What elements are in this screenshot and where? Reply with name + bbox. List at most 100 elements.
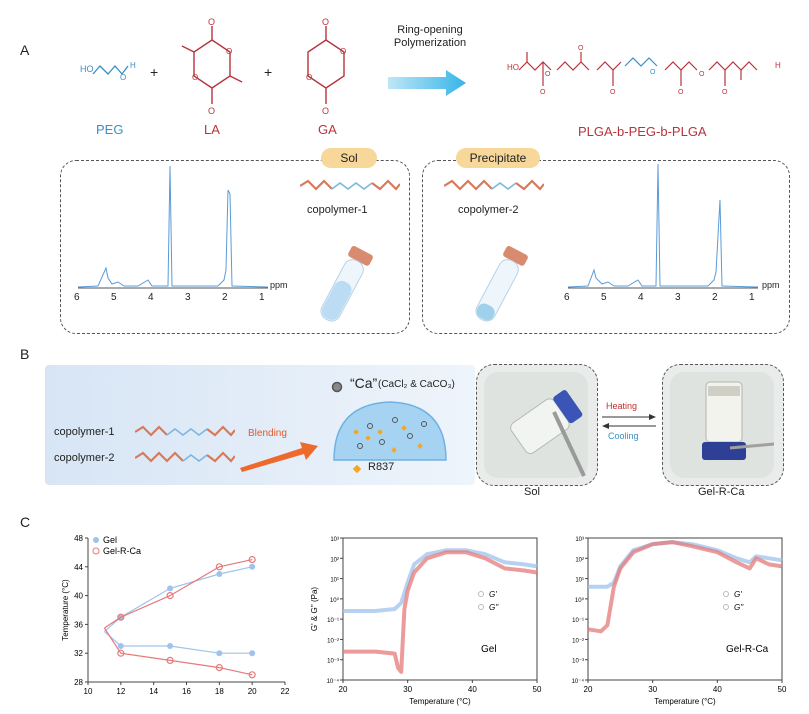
precipitate-pill: Precipitate bbox=[456, 148, 540, 168]
legend-label: G'' bbox=[734, 603, 744, 612]
blend-copolymer2-label: copolymer-2 bbox=[54, 452, 115, 464]
x-tick-label: 14 bbox=[149, 687, 158, 696]
y-tick-label: 10² bbox=[330, 557, 339, 563]
x-axis-label: Concentration of Polymer (wt%) bbox=[130, 699, 243, 700]
nmr-tick: 1 bbox=[259, 292, 265, 303]
panel-label-b: B bbox=[20, 346, 30, 362]
svg-text:O: O bbox=[650, 69, 656, 76]
y-tick-label: 10⁻⁴ bbox=[327, 678, 340, 685]
svg-text:O: O bbox=[208, 18, 215, 27]
legend-marker-gel bbox=[93, 537, 99, 543]
reaction-arrow-icon bbox=[388, 70, 466, 96]
data-point-gel bbox=[216, 571, 223, 577]
legend-label: G'' bbox=[489, 603, 499, 612]
panel-label-c: C bbox=[20, 514, 31, 530]
svg-text:O: O bbox=[610, 89, 616, 96]
nmr-tick: 4 bbox=[638, 292, 644, 303]
nmr-tick: 5 bbox=[601, 292, 607, 303]
y-tick-label: 10⁻² bbox=[327, 638, 339, 644]
vial-precipitate-icon bbox=[475, 245, 528, 322]
y-tick-label: 10³ bbox=[330, 537, 339, 543]
y-tick-label: 28 bbox=[74, 678, 83, 687]
nmr-tick: 5 bbox=[111, 292, 117, 303]
x-tick-label: 20 bbox=[339, 685, 348, 694]
cooling-label: Cooling bbox=[608, 431, 639, 441]
svg-text:HO: HO bbox=[80, 64, 94, 74]
ga-structure-icon: O O O O bbox=[306, 18, 346, 116]
svg-text:O: O bbox=[322, 18, 329, 27]
la-label: LA bbox=[204, 122, 220, 137]
x-tick-label: 10 bbox=[84, 687, 93, 696]
sol-pill: Sol bbox=[321, 148, 377, 168]
plot-frame bbox=[587, 537, 783, 681]
ca-detail-label: (CaCl₂ & CaCO₃) bbox=[378, 379, 455, 390]
data-point-gel bbox=[167, 585, 174, 592]
nmr-spectrum-left bbox=[77, 165, 269, 289]
reaction-label: Ring-opening Polymerization bbox=[385, 24, 475, 50]
plus-sign-2: + bbox=[264, 64, 273, 80]
vial-sol-icon bbox=[320, 245, 373, 322]
y-tick-label: 32 bbox=[74, 649, 83, 658]
plus-sign-1: + bbox=[150, 64, 159, 80]
svg-text:O: O bbox=[322, 106, 329, 116]
svg-text:H: H bbox=[775, 61, 781, 70]
data-point-gelrca bbox=[117, 649, 125, 657]
y-tick-label: 10² bbox=[575, 557, 584, 563]
r837-label: R837 bbox=[368, 461, 395, 473]
data-point-gel bbox=[216, 650, 223, 657]
nmr-tick: 2 bbox=[712, 292, 718, 303]
x-tick-label: 22 bbox=[281, 687, 290, 696]
peg-structure-icon: HO O H bbox=[80, 61, 136, 82]
r837-icon bbox=[352, 464, 362, 474]
x-tick-label: 20 bbox=[248, 687, 257, 696]
svg-text:O: O bbox=[192, 73, 198, 82]
svg-text:O: O bbox=[540, 89, 546, 96]
y-tick-label: 10¹ bbox=[575, 578, 584, 584]
svg-text:O: O bbox=[226, 47, 232, 56]
product-label: PLGA-b-PEG-b-PLGA bbox=[578, 124, 707, 139]
y-tick-label: 10⁰ bbox=[575, 597, 585, 604]
fit-curve-gelrca bbox=[104, 559, 253, 629]
y-tick-label: 48 bbox=[74, 534, 83, 543]
fit-curve-gel bbox=[104, 631, 253, 654]
nmr-tick: 2 bbox=[222, 292, 228, 303]
blend-copolymer1-label: copolymer-1 bbox=[54, 426, 115, 438]
heating-label: Heating bbox=[606, 401, 638, 411]
legend-marker bbox=[723, 591, 729, 597]
y-tick-label: 10⁻¹ bbox=[327, 618, 339, 624]
svg-text:O: O bbox=[208, 106, 215, 116]
data-point-gelrca bbox=[117, 613, 125, 621]
x-tick-label: 30 bbox=[648, 685, 657, 694]
svg-text:O: O bbox=[120, 73, 126, 82]
svg-text:O: O bbox=[340, 47, 346, 56]
nmr-tick: 3 bbox=[185, 292, 191, 303]
y-axis-label: G' & G'' (Pa) bbox=[310, 587, 319, 631]
svg-text:O: O bbox=[306, 73, 312, 82]
y-tick-label: 10³ bbox=[575, 537, 584, 543]
legend-marker bbox=[478, 604, 484, 610]
y-axis-label: Temperature (°C) bbox=[61, 579, 70, 641]
peg-label: PEG bbox=[96, 122, 124, 137]
blend-chain1-icon bbox=[135, 425, 235, 437]
fit-curve-gel bbox=[104, 566, 253, 633]
nmr-tick: 1 bbox=[749, 292, 755, 303]
nmr-tick: 4 bbox=[148, 292, 154, 303]
sol-photo-label: Sol bbox=[524, 486, 540, 498]
sol-vial-photo bbox=[484, 372, 588, 478]
y-tick-label: 10⁻¹ bbox=[572, 618, 584, 624]
y-tick-label: 44 bbox=[74, 563, 83, 572]
ppm-label-right: ppm bbox=[762, 280, 780, 290]
y-tick-label: 36 bbox=[74, 620, 83, 629]
x-tick-label: 20 bbox=[584, 685, 593, 694]
svg-text:H: H bbox=[130, 61, 136, 70]
svg-text:O: O bbox=[678, 89, 684, 96]
data-point-gelrca bbox=[215, 563, 223, 571]
y-tick-label: 10⁻³ bbox=[572, 659, 584, 665]
gel-vial-photo bbox=[670, 372, 774, 478]
series-line-g-prime bbox=[343, 548, 538, 613]
copolymer2-label: copolymer-2 bbox=[458, 204, 519, 216]
ca-particle-icon bbox=[331, 381, 343, 393]
y-tick-label: 10⁻³ bbox=[327, 659, 339, 665]
nmr-tick: 6 bbox=[74, 292, 80, 303]
